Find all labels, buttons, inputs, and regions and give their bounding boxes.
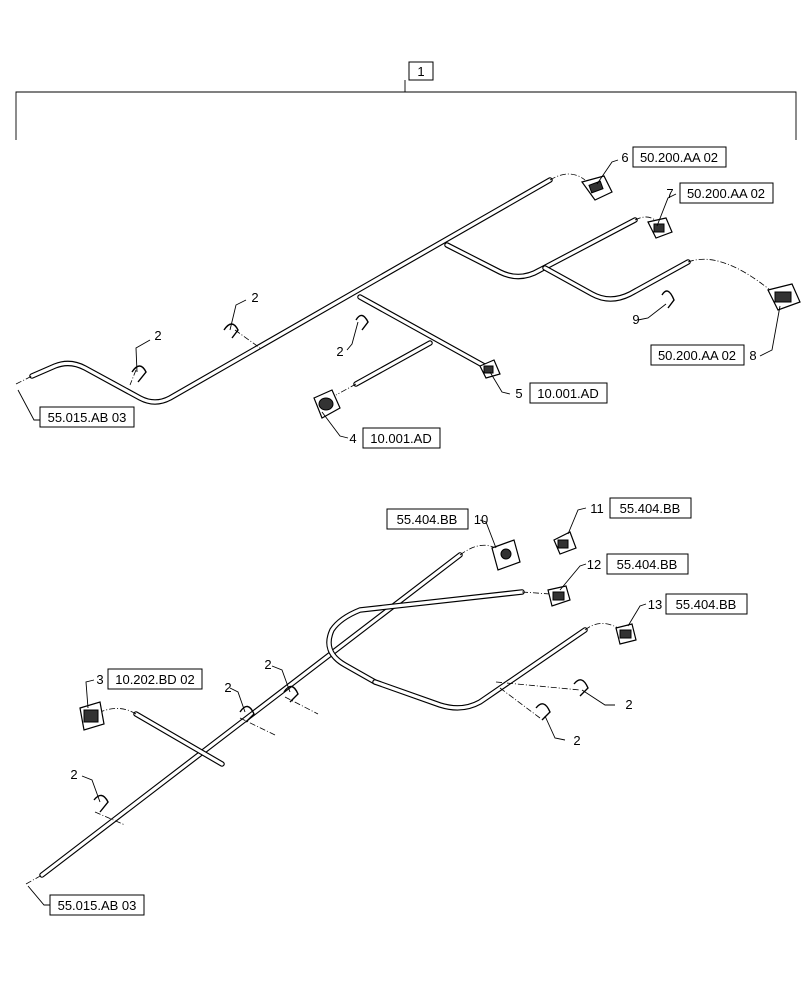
ref-50200-8: 50.200.AA 02	[658, 348, 736, 363]
ref-55404-11: 55.404.BB	[620, 501, 681, 516]
ref-55404-13: 55.404.BB	[676, 597, 737, 612]
item-5-label: 5	[515, 386, 522, 401]
item-2-label-e: 2	[224, 680, 231, 695]
ref-55404-10: 55.404.BB	[397, 512, 458, 527]
ref-10001-4: 10.001.AD	[370, 431, 431, 446]
ref-55015-top: 55.015.AB 03	[48, 410, 127, 425]
item-4-label: 4	[349, 431, 356, 446]
connector-7	[647, 217, 673, 239]
item-6-label: 6	[621, 150, 628, 165]
clip-9	[661, 290, 675, 309]
top-harness-wires	[29, 177, 691, 405]
assembly-bracket: 1	[15, 61, 797, 140]
ref-10001-5: 10.001.AD	[537, 386, 598, 401]
item-2-label-f: 2	[264, 657, 271, 672]
ref-55015-bot: 55.015.AB 03	[58, 898, 137, 913]
connector-12	[547, 585, 571, 607]
item-3-label: 3	[96, 672, 103, 687]
bottom-harness-dashes	[25, 544, 619, 885]
item-2-label-c: 2	[336, 344, 343, 359]
item-7-label: 7	[666, 186, 673, 201]
bottom-clips	[93, 679, 589, 813]
connector-10	[491, 539, 521, 571]
item-2-label-h: 2	[573, 733, 580, 748]
item-2-label-b: 2	[251, 290, 258, 305]
item-2-label-g: 2	[625, 697, 632, 712]
connector-3	[79, 701, 105, 731]
connector-11	[553, 531, 577, 555]
item-10-label: 10	[474, 512, 488, 527]
connector-8	[767, 283, 801, 311]
connector-5	[479, 359, 501, 379]
bottom-leaders	[27, 507, 647, 906]
ref-50200-7: 50.200.AA 02	[687, 186, 765, 201]
item-12-label: 12	[587, 557, 601, 572]
item-11-label: 11	[590, 501, 604, 516]
ref-10202-3: 10.202.BD 02	[115, 672, 195, 687]
item-2-label-d: 2	[70, 767, 77, 782]
ref-50200-6: 50.200.AA 02	[640, 150, 718, 165]
item-9-label: 9	[632, 312, 639, 327]
top-leaders	[17, 159, 781, 439]
connector-4	[313, 389, 341, 419]
item-13-label: 13	[648, 597, 662, 612]
bottom-harness-wires	[39, 552, 588, 878]
connector-13	[615, 623, 637, 645]
top-clips	[131, 314, 369, 383]
item-2-label-a: 2	[154, 328, 161, 343]
item-8-label: 8	[749, 348, 756, 363]
connector-6	[581, 175, 613, 201]
assembly-ref-label: 1	[417, 64, 424, 79]
top-harness-dashes	[15, 173, 771, 396]
ref-55404-12: 55.404.BB	[617, 557, 678, 572]
